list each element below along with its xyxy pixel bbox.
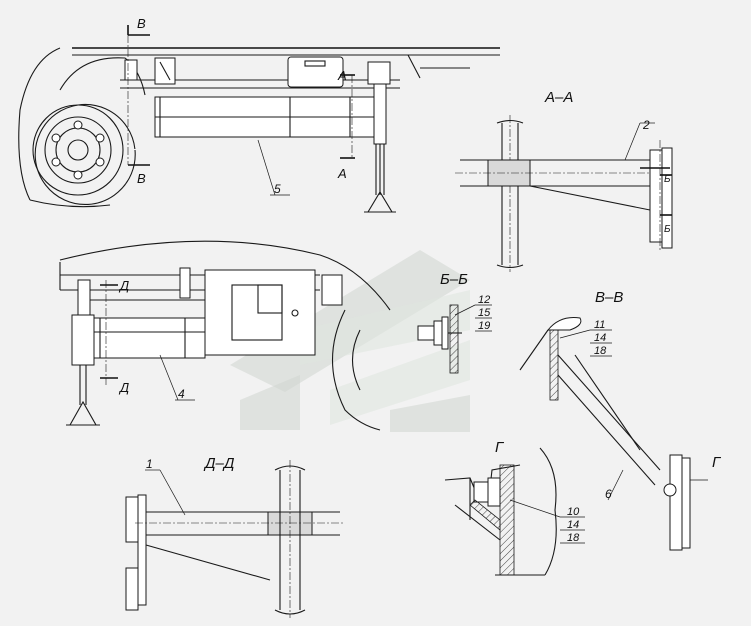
cut-marker-d-bottom: Д: [118, 380, 129, 395]
callout-5: 5: [274, 182, 281, 196]
cut-marker-a-top: А: [337, 68, 347, 83]
callout-g-3: 18: [567, 532, 580, 544]
side-view-top: [18, 25, 500, 213]
callout-g-2: 14: [567, 519, 579, 531]
section-dd: [125, 460, 345, 618]
cut-marker-v-bottom: В: [137, 171, 146, 186]
callout-g-1: 10: [567, 506, 580, 518]
callout-vv-3: 18: [594, 345, 607, 357]
cut-marker-b-bottom: Б: [664, 224, 671, 235]
callout-2: 2: [642, 118, 650, 132]
callout-vv-2: 14: [594, 332, 606, 344]
cut-marker-a-bottom: А: [337, 166, 347, 181]
cut-marker-g-ref: Г: [712, 454, 722, 471]
cut-marker-d-top: Д: [118, 278, 129, 293]
section-aa: [455, 115, 673, 272]
callout-bb-1: 12: [478, 294, 490, 306]
callout-4: 4: [178, 387, 185, 401]
callout-bb-3: 19: [478, 320, 490, 332]
cut-marker-v-top: В: [137, 16, 146, 31]
callout-vv-1: 11: [594, 319, 605, 331]
wheel-bolts: [51, 120, 105, 180]
detail-g: [444, 447, 585, 576]
watermark-logo: [230, 250, 470, 432]
section-bb: [417, 304, 492, 374]
callout-6: 6: [605, 487, 612, 501]
section-label-bb: Б–Б: [440, 271, 468, 288]
callout-1: 1: [146, 457, 153, 471]
section-label-aa: А–А: [544, 89, 573, 106]
section-label-dd: Д–Д: [203, 455, 235, 472]
section-label-vv: В–В: [595, 289, 623, 306]
callout-bb-2: 15: [478, 307, 491, 319]
cut-marker-b-top: Б: [664, 174, 671, 185]
section-label-g: Г: [495, 439, 505, 456]
side-view-middle: [59, 240, 391, 431]
section-vv: [519, 317, 708, 551]
